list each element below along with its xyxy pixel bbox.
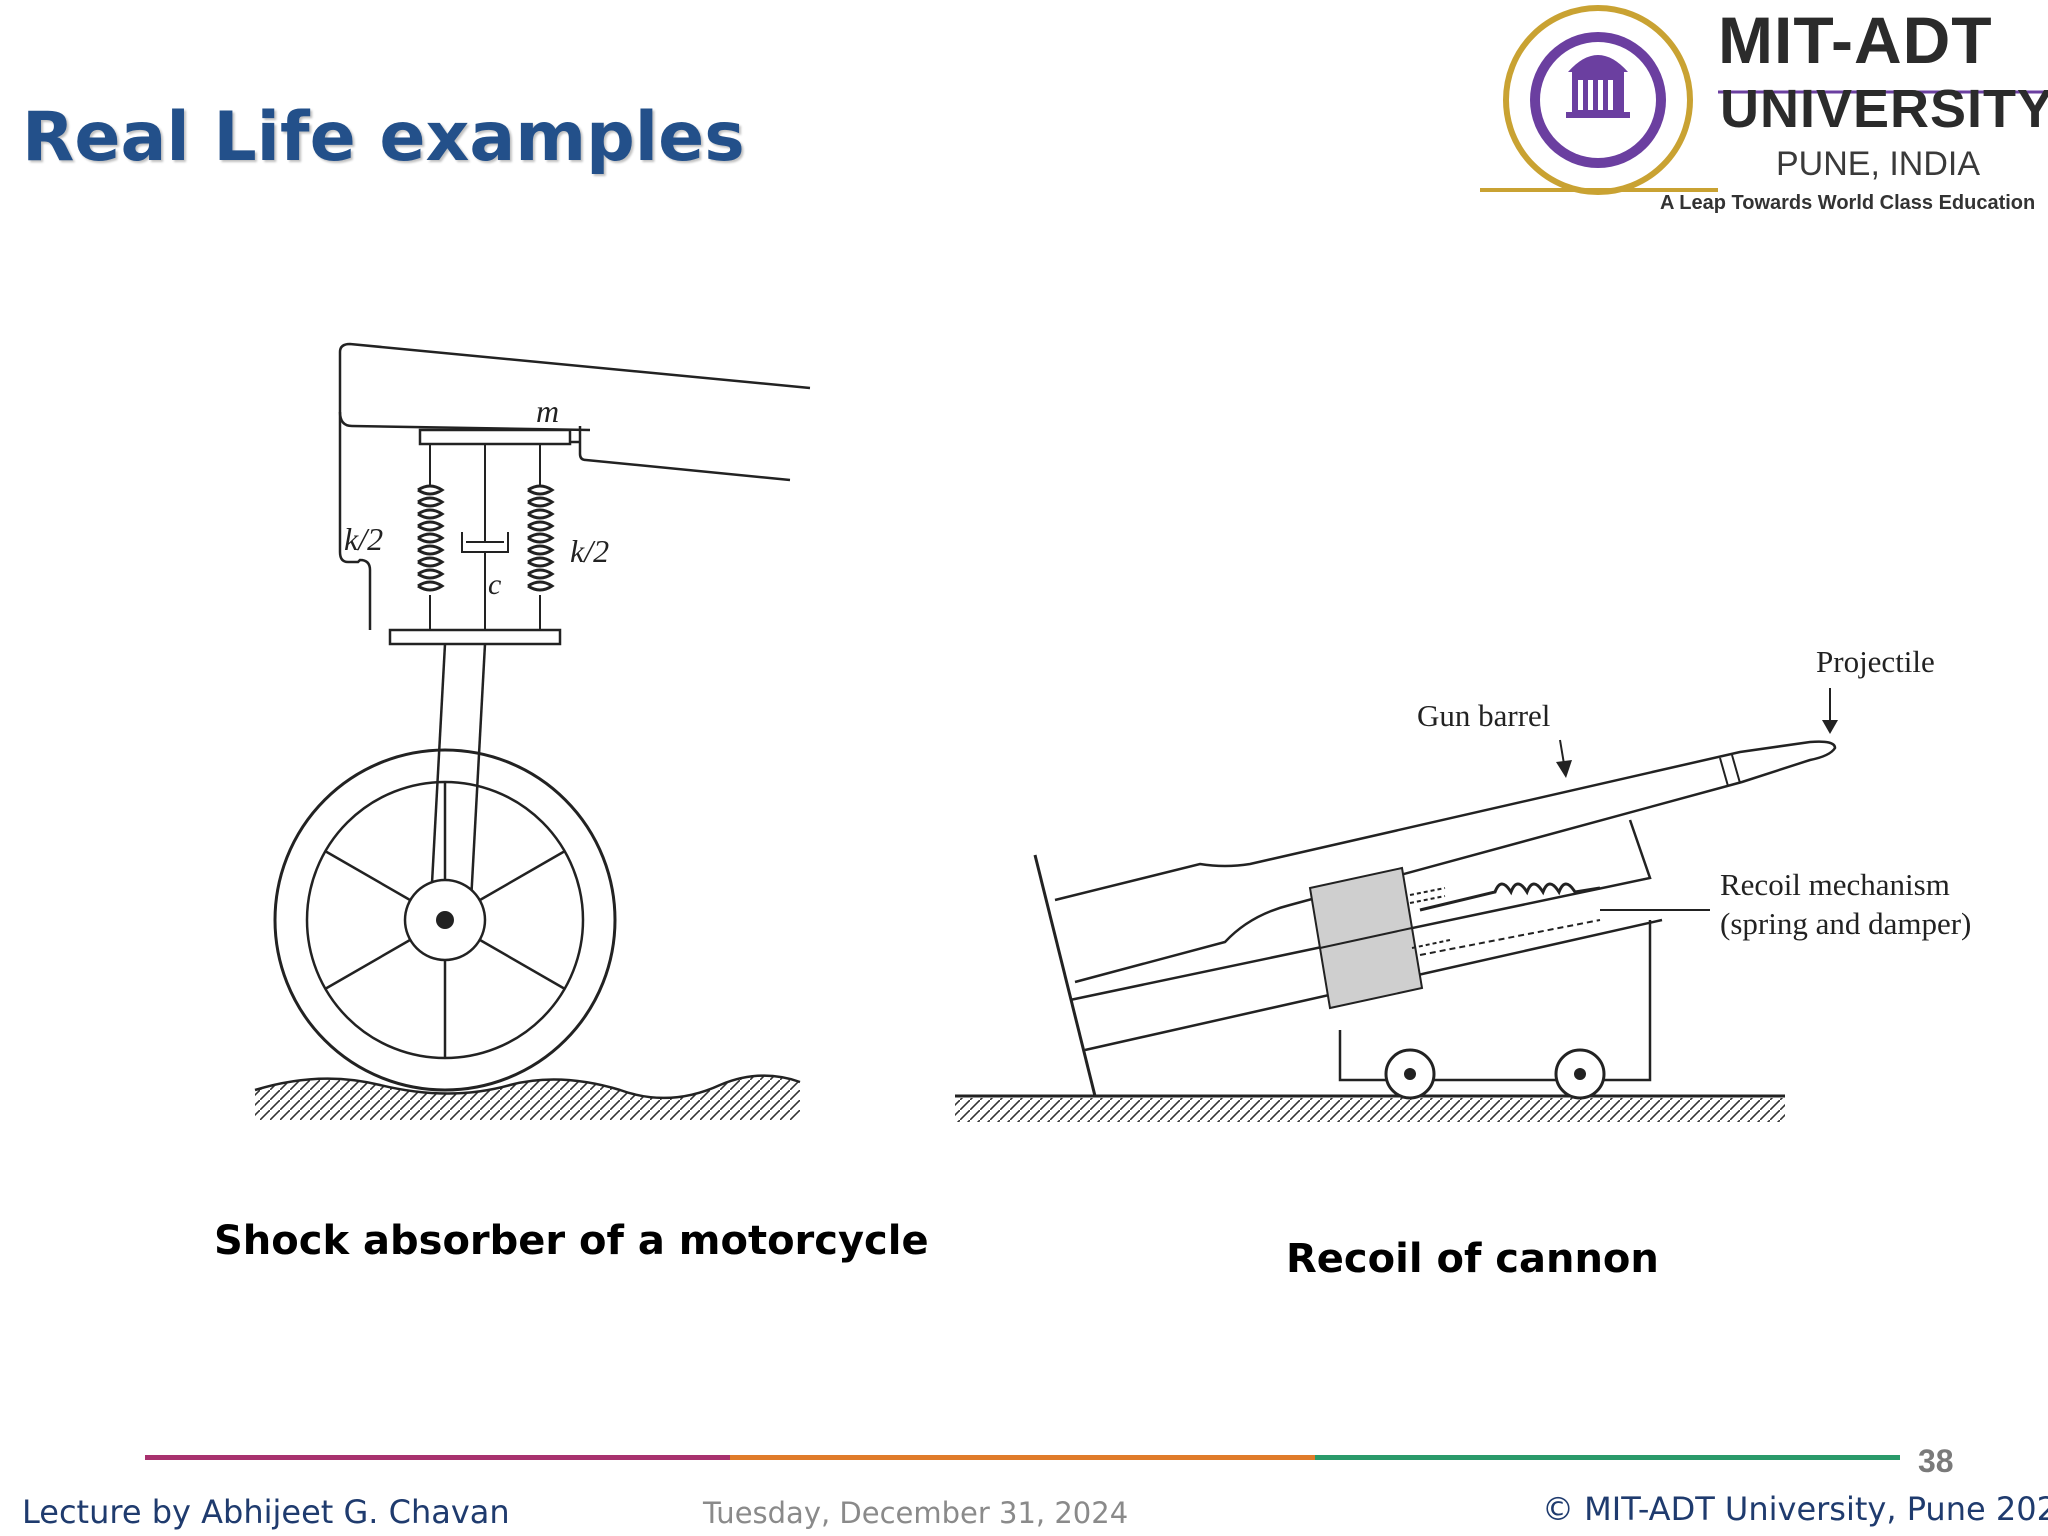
projectile-label: Projectile: [1816, 644, 1935, 679]
cannon-recoil-diagram: Projectile Gun barrel Recoil mechanism (…: [955, 644, 1971, 1122]
damper-label: c: [488, 568, 501, 601]
footer-date: Tuesday, December 31, 2024: [703, 1496, 1129, 1530]
mass-label: m: [536, 393, 559, 429]
footer-copyright: © MIT-ADT University, Pune 2023: [1542, 1490, 2048, 1528]
logo-city: PUNE, INDIA: [1776, 145, 1981, 183]
logo-tagline: A Leap Towards World Class Education: [1660, 192, 2036, 214]
cannon-caption: Recoil of cannon: [1286, 1236, 1659, 1282]
logo-name: MIT-ADT: [1718, 3, 1993, 77]
footer-bar-orange: [730, 1455, 1315, 1460]
footer-author: Lecture by Abhijeet G. Chavan: [22, 1493, 510, 1531]
footer-bar-green: [1315, 1455, 1900, 1460]
slide-title: Real Life examples: [22, 98, 745, 177]
motorcycle-caption: Shock absorber of a motorcycle: [214, 1218, 929, 1264]
footer-bar-magenta: [145, 1455, 730, 1460]
motorcycle-shock-absorber-diagram: m k/2 k/2 c: [254, 342, 811, 1120]
page-number: 38: [1918, 1443, 1954, 1479]
university-seal-icon: [1480, 5, 2048, 195]
recoil-mechanism-label: Recoil mechanism: [1720, 867, 1950, 902]
spring-left-label: k/2: [344, 521, 383, 557]
spring-right-label: k/2: [570, 533, 609, 569]
recoil-mechanism-sublabel: (spring and damper): [1720, 906, 1971, 941]
gun-barrel-label: Gun barrel: [1417, 698, 1550, 733]
logo-university: UNIVERSITY: [1720, 79, 2048, 139]
